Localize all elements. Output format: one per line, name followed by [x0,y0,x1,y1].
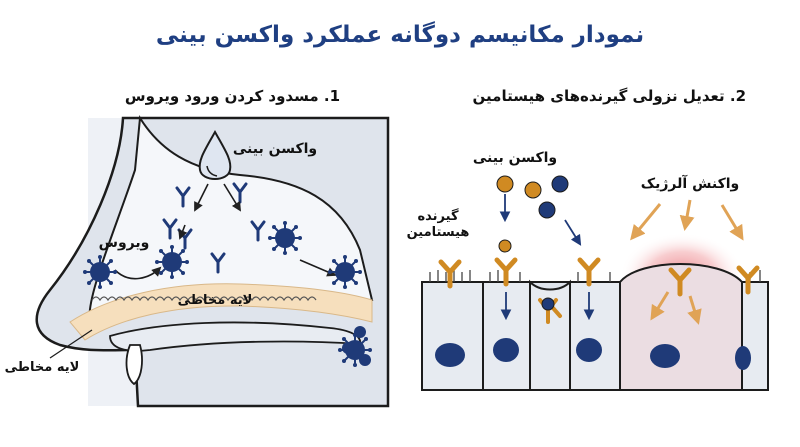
epithelial-cells [421,263,769,391]
diagram-title: نمودار مکانیسم دوگانه عملکرد واکسن بینی [155,22,645,48]
cilia-line [91,296,317,302]
vaccine-droplet [198,129,232,180]
uvula [125,344,143,386]
allergy-label: واکنش آلرژیک [641,174,739,192]
down-arrows [499,194,595,321]
vaccine-label: واکسن بینی [233,141,317,157]
cell-nuclei [435,338,751,370]
mucus-outer-pointer [49,329,93,359]
right-panel-artwork: واکسن بینی گیرنده هیستامین واکنش آلرژیک [407,150,769,391]
virus-icon [154,244,190,280]
virus-icon [327,254,363,290]
vaccine-particles [496,175,569,311]
receptor-label-line2: هیستامین [407,225,470,240]
receptor-label-line1: گیرنده [417,208,458,224]
mucus-inner-label: لایه مخاطی [178,293,253,308]
vaccine-label-right: واکسن بینی [473,150,557,166]
left-panel-artwork: واکسن بینی ویروس لایه مخاطی لایه مخاطی [5,114,390,408]
left-panel-heading: 1. مسدود کردن ورود ویروس [124,87,340,105]
trapped-viruses [342,326,371,366]
mucus-outer-label: لایه مخاطی [5,360,80,375]
virus-icon [82,254,118,290]
allergic-reaction-arrows [630,199,744,325]
virus-icon [267,220,303,256]
virus-label: ویروس [99,235,150,251]
right-panel-heading: 2. تعدیل نزولی گیرنده‌های هیستامین [472,87,746,105]
